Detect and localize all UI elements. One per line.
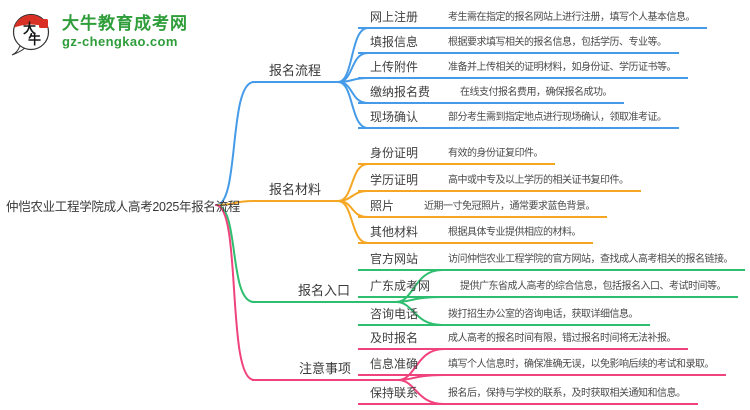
site-logo[interactable]: 大 牛 大牛教育成考网 gz-chengkao.com <box>8 8 188 56</box>
subtopic-label: 照片 <box>370 199 395 213</box>
subtopic-desc: 准备并上传相关的证明材料，如身份证、学历证书等。 <box>448 62 677 73</box>
node-row: 及时报名 成人高考的报名时间有限，错过报名时间将无法补报。 <box>358 328 689 350</box>
branch-topic-materials: 报名材料 <box>252 180 338 202</box>
subtopic-desc: 提供广东省成人高考的综合信息，包括报名入口、考试时间等。 <box>460 281 727 292</box>
site-domain: gz-chengkao.com <box>62 34 178 49</box>
subtopic-label: 咨询电话 <box>370 307 419 321</box>
subtopic-desc: 近期一寸免冠照片，通常要求蓝色背景。 <box>424 201 596 212</box>
node-row: 上传附件 准备并上传相关的证明材料，如身份证、学历证书等。 <box>358 57 689 79</box>
subtopic-label: 保持联系 <box>370 386 419 400</box>
subtopic-label: 及时报名 <box>370 331 419 345</box>
svg-text:牛: 牛 <box>28 32 41 47</box>
bull-logo-icon: 大 牛 <box>11 13 50 56</box>
branch-topic-process: 报名流程 <box>252 61 338 83</box>
subtopic-desc: 根据具体专业提供相应的材料。 <box>448 227 582 238</box>
subtopic-desc: 考生需在指定的报名网站上进行注册，填写个人基本信息。 <box>448 12 696 23</box>
branch-topic-entry: 报名入口 <box>252 281 396 303</box>
subtopic-desc: 根据要求填写相关的报名信息，包括学历、专业等。 <box>448 37 667 48</box>
svg-text:大: 大 <box>23 21 36 36</box>
node-row: 网上注册 考生需在指定的报名网站上进行注册，填写个人基本信息。 <box>358 7 708 29</box>
node-row: 填报信息 根据要求填写相关的报名信息，包括学历、专业等。 <box>358 32 679 54</box>
subtopic-desc: 高中或中专及以上学历的相关证书复印件。 <box>448 175 629 186</box>
root-topic: 仲恺农业工程学院成人高考2025年报名流程 <box>6 200 241 214</box>
branch-topic-notes: 注意事项 <box>252 359 398 381</box>
subtopic-label: 填报信息 <box>370 35 419 49</box>
subtopic-label: 网上注册 <box>370 10 419 24</box>
subtopic-label: 现场确认 <box>370 110 419 124</box>
subtopic-desc: 部分考生需到指定地点进行现场确认，领取准考证。 <box>448 112 667 123</box>
node-row: 缴纳报名费 在线支付报名费用，确保报名成功。 <box>358 82 625 104</box>
node-row: 广东成考网 提供广东省成人高考的综合信息，包括报名入口、考试时间等。 <box>358 276 739 298</box>
subtopic-desc: 在线支付报名费用，确保报名成功。 <box>460 87 613 98</box>
subtopic-desc: 有效的身份证复印件。 <box>448 148 544 159</box>
node-row: 学历证明 高中或中专及以上学历的相关证书复印件。 <box>358 170 641 192</box>
subtopic-desc: 访问仲恺农业工程学院的官方网站，查找成人高考相关的报名链接。 <box>448 254 734 265</box>
subtopic-label: 学历证明 <box>370 173 419 187</box>
subtopic-desc: 填写个人信息时，确保准确无误，以免影响后续的考试和录取。 <box>448 359 715 370</box>
node-row: 身份证明 有效的身份证复印件。 <box>358 143 556 165</box>
subtopic-label: 官方网站 <box>370 252 419 266</box>
node-row: 官方网站 访问仲恺农业工程学院的官方网站，查找成人高考相关的报名链接。 <box>358 249 746 271</box>
node-row: 信息准确 填写个人信息时，确保准确无误，以免影响后续的考试和录取。 <box>358 354 727 376</box>
subtopic-label: 信息准确 <box>370 357 419 371</box>
subtopic-desc: 成人高考的报名时间有限，错过报名时间将无法补报。 <box>448 333 677 344</box>
node-row: 现场确认 部分考生需到指定地点进行现场确认，领取准考证。 <box>358 107 679 129</box>
node-row: 咨询电话 拨打招生办公室的咨询电话，获取详细信息。 <box>358 304 651 326</box>
node-row: 保持联系 报名后，保持与学校的联系，及时获取相关通知和信息。 <box>358 383 698 405</box>
subtopic-label: 身份证明 <box>370 146 419 160</box>
subtopic-label: 上传附件 <box>370 60 419 74</box>
subtopic-desc: 拨打招生办公室的咨询电话，获取详细信息。 <box>448 309 639 320</box>
node-row: 其他材料 根据具体专业提供相应的材料。 <box>358 222 594 244</box>
subtopic-label: 其他材料 <box>370 225 419 239</box>
subtopic-desc: 报名后，保持与学校的联系，及时获取相关通知和信息。 <box>448 388 686 399</box>
site-name: 大牛教育成考网 <box>62 14 188 33</box>
node-row: 照片 近期一寸免冠照片，通常要求蓝色背景。 <box>358 196 608 218</box>
subtopic-label: 缴纳报名费 <box>370 85 431 99</box>
subtopic-label: 广东成考网 <box>370 279 431 293</box>
